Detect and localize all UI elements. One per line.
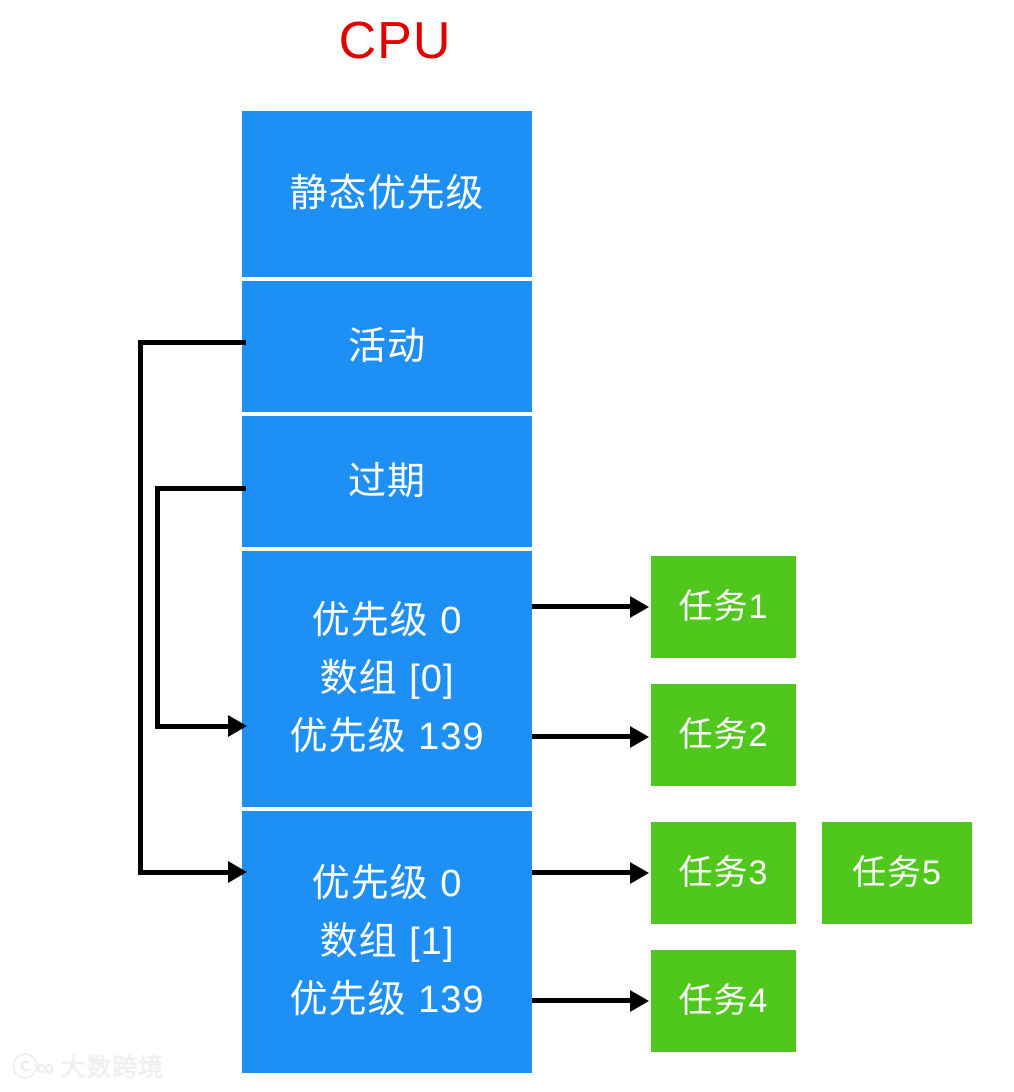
connector-array0-to-task2: [532, 734, 634, 739]
runqueue-array-label: 数组 [0]: [319, 658, 455, 700]
runqueue-divider: [242, 412, 532, 416]
runqueue-priority-high-label: 优先级 139: [289, 979, 485, 1021]
task-label: 任务2: [678, 716, 769, 754]
task-label: 任务5: [852, 854, 942, 892]
connector-expired-to-array0-vertical: [155, 486, 160, 726]
runqueue-divider: [242, 807, 532, 811]
watermark-text: 大数跨境: [60, 1053, 165, 1082]
task-box-task-2[interactable]: 任务2: [651, 684, 796, 786]
task-box-task-1[interactable]: 任务1: [651, 556, 796, 658]
connector-active-to-array1-top: [138, 340, 246, 345]
task-label: 任务1: [678, 588, 769, 626]
runqueue-priority-low-label: 优先级 0: [311, 600, 463, 642]
connector-active-to-array1-vertical: [138, 340, 143, 872]
runqueue-divider: [242, 547, 532, 551]
runqueue-priority-high-label: 优先级 139: [289, 716, 485, 758]
connector-expired-to-array0-bottom: [155, 724, 243, 729]
runqueue-divider: [242, 277, 532, 281]
runqueue-section-expired: 过期: [242, 416, 532, 547]
runqueue-array-label: 数组 [1]: [319, 921, 455, 963]
arrow-head-task3: [630, 862, 649, 884]
runqueue-section-line: 过期: [347, 460, 426, 503]
runqueue-section-active: 活动: [242, 281, 532, 412]
task-box-task-3[interactable]: 任务3: [651, 822, 796, 924]
watermark-logo-icon: ⓒ∞: [12, 1052, 55, 1082]
task-label: 任务4: [678, 982, 769, 1020]
connector-array1-to-task4: [532, 998, 634, 1003]
arrow-head-expired-to-array0: [228, 715, 247, 737]
runqueue-section-array-1: 优先级 0 数组 [1] 优先级 139: [242, 811, 532, 1073]
watermark: ⓒ∞ 大数跨境: [12, 1047, 165, 1084]
arrow-head-active-to-array1: [228, 861, 247, 883]
connector-array0-to-task1: [532, 604, 634, 609]
runqueue-section-line: 静态优先级: [289, 173, 485, 215]
arrow-head-task2: [630, 726, 649, 748]
task-label: 任务3: [678, 854, 769, 892]
runqueue-section-static-priority: 静态优先级: [242, 111, 532, 277]
cpu-runqueue-column: 静态优先级 活动 过期 优先级 0 数组 [0] 优先级 139 优先级 0 数…: [242, 111, 532, 1073]
connector-array1-to-task3: [532, 870, 634, 875]
page-title: CPU: [338, 12, 452, 70]
connector-expired-to-array0-top: [155, 486, 246, 491]
runqueue-section-line: 活动: [347, 325, 426, 368]
runqueue-section-array-0: 优先级 0 数组 [0] 优先级 139: [242, 551, 532, 807]
arrow-head-task4: [630, 990, 649, 1012]
arrow-head-task1: [630, 596, 649, 618]
task-box-task-5[interactable]: 任务5: [822, 822, 972, 924]
connector-active-to-array1-bottom: [138, 870, 243, 875]
task-box-task-4[interactable]: 任务4: [651, 950, 796, 1052]
runqueue-priority-low-label: 优先级 0: [311, 863, 463, 905]
